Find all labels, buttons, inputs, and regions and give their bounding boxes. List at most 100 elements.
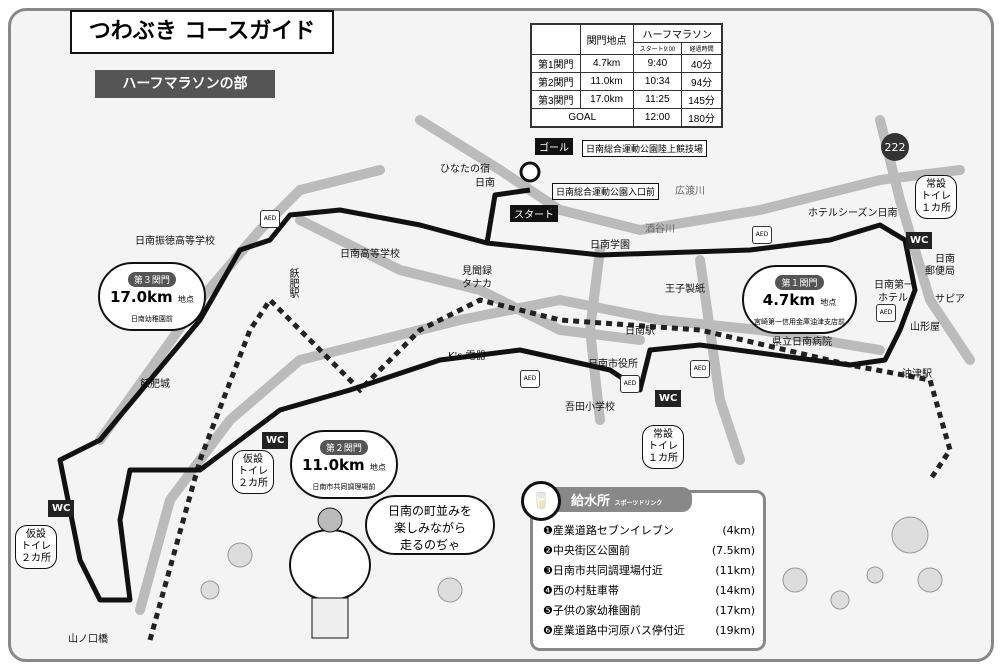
cell: 11:25 <box>632 90 683 109</box>
flower-icon <box>200 580 220 600</box>
mascot-hair <box>317 507 343 533</box>
header-elapsed: 経過時間 <box>681 42 723 55</box>
goal-place: 日南総合運動公園陸上競技場 <box>582 140 708 157</box>
flower-icon <box>917 567 943 593</box>
aed-icon: AED <box>876 304 896 322</box>
toilet-text: １カ所 <box>648 453 678 464</box>
place-hospital: 県立日南病院 <box>772 337 832 348</box>
aed-icon: AED <box>620 375 640 393</box>
toilet-text: 仮設 <box>26 529 46 540</box>
page-title: つわぶき コースガイド <box>70 10 334 54</box>
checkpoint-km: 4.7km <box>762 291 815 309</box>
checkpoint-place: 宮崎第一信用金庫油津支店前 <box>754 318 845 326</box>
flower-icon <box>437 577 463 603</box>
header-point: 関門地点 <box>579 23 634 55</box>
railway <box>147 296 953 641</box>
place-kenmonroku: 見聞録 <box>462 266 492 277</box>
goal-label: ゴール <box>535 138 573 155</box>
list-item: ❶産業道路セブンイレブン(4km) <box>543 524 755 537</box>
railway-line <box>147 296 953 641</box>
route-222-sign <box>881 133 909 161</box>
toilet-text: 常設 <box>653 429 673 440</box>
toilet-text: トイレ <box>648 441 678 452</box>
checkpoint-km: 17.0km <box>110 288 173 306</box>
cell: 第1関門 <box>530 54 581 73</box>
water-station-panel: 給水所 スポーツドリンク 🥛 ❶産業道路セブンイレブン(4km) ❷中央街区公園… <box>521 481 766 651</box>
wc-icon: WC <box>48 500 75 517</box>
place-hotel-daiichi-2: ホテル <box>878 293 908 304</box>
place-obi-castle: 飫肥城 <box>140 379 170 390</box>
road <box>584 245 605 425</box>
river-sakatani: 酒谷川 <box>645 224 675 235</box>
checkpoint-label: 第３関門 <box>127 272 176 287</box>
place-post-2: 郵便局 <box>925 266 955 277</box>
road <box>135 294 885 615</box>
place-ks: K's 電器 <box>448 351 486 362</box>
flower-icon <box>891 516 929 554</box>
cell: 10:34 <box>632 72 683 91</box>
place-nichinan-station: 日南駅 <box>625 326 655 337</box>
water-station-list: ❶産業道路セブンイレブン(4km) ❷中央街区公園前(7.5km) ❸日南市共同… <box>543 521 755 641</box>
toilet-text: トイレ <box>238 466 268 477</box>
wc-icon: WC <box>262 432 289 449</box>
start-place: 日南総合運動公園入口前 <box>552 183 660 200</box>
header-start: スタート9:00 <box>632 42 683 55</box>
cell: 145分 <box>681 90 723 109</box>
checkpoint-3: 第３関門 17.0km 地点 日南幼稚園前 <box>98 262 206 331</box>
toilet-text: ２カ所 <box>21 553 51 564</box>
place-yamakataya: 山形屋 <box>910 322 940 333</box>
table-corner <box>530 23 581 55</box>
flower-icon <box>830 590 850 610</box>
list-item: ❹西の村駐車帯(14km) <box>543 584 755 597</box>
cell: 94分 <box>681 72 723 91</box>
route-222-label: 222 <box>885 141 906 154</box>
checkpoint-2: 第２関門 11.0km 地点 日南市共同調理場前 <box>290 430 398 499</box>
checkpoint-place: 日南幼稚園前 <box>130 315 173 323</box>
header-race: ハーフマラソン <box>632 23 723 43</box>
list-item: ❷中央街区公園前(7.5km) <box>543 544 755 557</box>
mascot <box>289 507 371 639</box>
speech-line: 楽しみながら <box>393 521 466 535</box>
toilet-text: トイレ <box>21 541 51 552</box>
water-subtitle: スポーツドリンク <box>614 500 663 507</box>
place-hotel-daiichi: 日南第一 <box>874 280 914 291</box>
checkpoint-label: 第１関門 <box>775 275 824 290</box>
place-yamanokuchi: 山ノ口橋 <box>68 634 108 645</box>
checkpoint-label: 第２関門 <box>319 440 368 455</box>
toilet-text: ２カ所 <box>238 478 268 489</box>
water-header: 給水所 スポーツドリンク <box>553 487 693 512</box>
speech-line: 走るのぢゃ <box>399 538 460 552</box>
wc-icon: WC <box>906 232 933 249</box>
place-hinata: ひなたの宿 <box>440 164 490 175</box>
road <box>415 115 965 236</box>
list-item: ❻産業道路中河原バス停付近(19km) <box>543 624 755 637</box>
place-city-hall: 日南市役所 <box>588 359 638 370</box>
page-subtitle: ハーフマラソンの部 <box>95 70 275 98</box>
toilet-text: 常設 <box>926 179 946 190</box>
start-label: スタート <box>510 205 558 222</box>
flower-icon <box>782 567 808 593</box>
cell: 第3関門 <box>530 90 581 109</box>
place-hotel-seasons: ホテルシーズン日南 <box>808 208 898 219</box>
list-item: ❺子供の家幼稚園前(17km) <box>543 604 755 617</box>
cup-icon: 🥛 <box>521 481 561 521</box>
cell: 9:40 <box>632 54 683 73</box>
checkpoint-unit: 地点 <box>820 298 837 307</box>
flower-icon <box>227 542 253 568</box>
place-post: 日南 <box>935 254 955 265</box>
course-route <box>57 187 918 603</box>
checkpoint-unit: 地点 <box>177 295 194 304</box>
toilet-text: 仮設 <box>243 454 263 465</box>
road <box>95 165 385 445</box>
goal-marker <box>519 161 541 183</box>
list-item: ❸日南市共同調理場付近(11km) <box>543 564 755 577</box>
place-nichinan-hs: 日南高等学校 <box>340 249 400 260</box>
water-title: 給水所 <box>571 494 611 509</box>
